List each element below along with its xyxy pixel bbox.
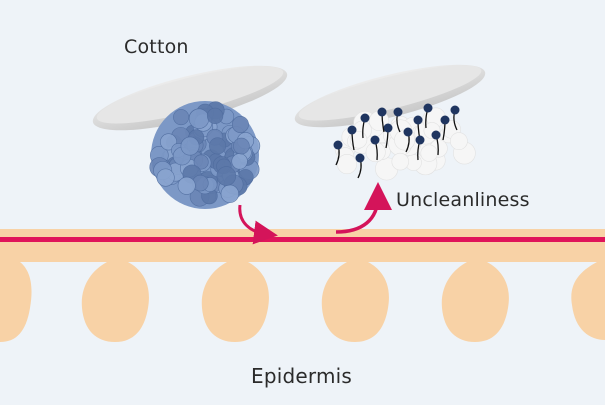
dirt-particle [450,105,460,131]
dirt-particle [415,135,425,161]
cotton-fiber [156,168,175,187]
cotton-ball [149,101,261,209]
cotton-fiber [216,166,237,186]
arrow-up-icon [335,182,392,234]
dirt-particles [333,103,460,179]
cotton-fiber [173,109,190,126]
cotton-fiber [193,154,209,170]
dirt-particle [370,135,380,161]
cotton-pad-right [294,64,486,128]
cotton-pad-left [92,65,288,131]
clean-fiber [336,154,358,175]
dirt-particle [431,130,441,156]
clean-fiber [449,132,468,150]
dirt-particle [383,123,393,149]
dirt-particle [440,115,450,141]
dirt-particle [423,103,433,129]
cotton-fiber [206,107,224,125]
epidermis-layer [0,229,605,342]
dirt-particle [393,107,403,133]
clean-fiber [391,152,409,171]
cotton-label: Cotton [124,36,189,58]
uncleanliness-label: Uncleanliness [396,189,530,211]
dirt-particle [377,107,387,133]
cotton-fiber [220,184,239,203]
epidermis-band [0,242,605,262]
dirt-particle [347,125,357,151]
epidermis-line [0,237,605,242]
epidermis-cells [0,250,605,342]
dirt-particle [403,127,413,153]
cotton-fiber [231,153,248,170]
cotton-fiber [188,108,210,129]
clean-fiber [420,144,438,162]
dirt-particle [333,140,343,166]
dirt-particle [360,113,370,139]
dirt-particle [355,153,365,179]
cotton-fiber [231,116,249,133]
cotton-fiber [233,137,250,155]
arrow-down-icon [238,204,278,245]
cotton-fiber [209,137,227,155]
epidermis-label: Epidermis [251,364,353,388]
cotton-fiber [180,136,200,156]
cotton-fiber [177,176,196,195]
